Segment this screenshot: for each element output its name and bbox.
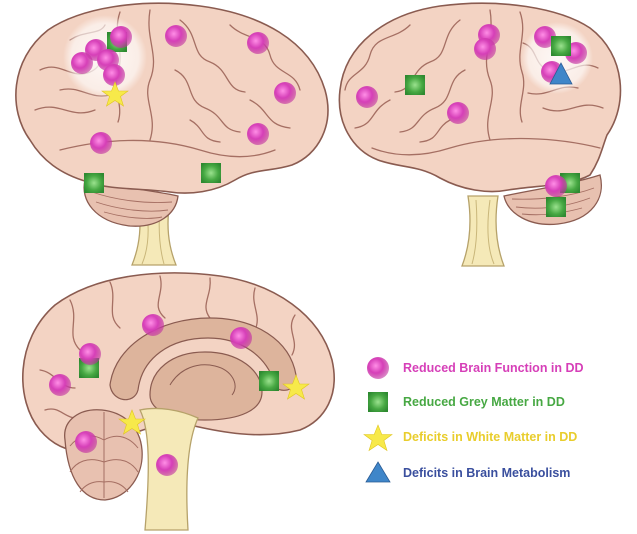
brain-function-marker bbox=[71, 52, 93, 74]
legend-item-metabolism: Deficits in Brain Metabolism bbox=[366, 462, 570, 482]
right-brainstem bbox=[462, 196, 504, 266]
blue-triangle-icon bbox=[366, 462, 390, 482]
legend-item-function: Reduced Brain Function in DD bbox=[367, 357, 584, 379]
green-square-icon bbox=[368, 392, 388, 412]
brain-function-marker bbox=[274, 82, 296, 104]
legend-item-white: Deficits in White Matter in DD bbox=[364, 425, 577, 451]
legend-label-grey: Reduced Grey Matter in DD bbox=[403, 395, 565, 409]
brain-function-marker bbox=[356, 86, 378, 108]
brain-function-marker bbox=[545, 175, 567, 197]
brain-function-marker bbox=[90, 132, 112, 154]
grey-matter-marker bbox=[405, 75, 425, 95]
brain-function-marker bbox=[110, 26, 132, 48]
legend-label-metabolism: Deficits in Brain Metabolism bbox=[403, 466, 570, 480]
magenta-circle-icon bbox=[367, 357, 389, 379]
legend-item-grey: Reduced Grey Matter in DD bbox=[368, 392, 565, 412]
brain-function-marker bbox=[142, 314, 164, 336]
brain-function-marker bbox=[49, 374, 71, 396]
grey-matter-marker bbox=[201, 163, 221, 183]
brain-function-marker bbox=[79, 343, 101, 365]
medial-brain bbox=[23, 273, 334, 530]
brain-function-marker bbox=[103, 64, 125, 86]
brain-function-marker bbox=[230, 327, 252, 349]
brain-function-marker bbox=[165, 25, 187, 47]
yellow-star-icon bbox=[364, 425, 392, 451]
brain-function-marker bbox=[474, 38, 496, 60]
brain-function-marker bbox=[75, 431, 97, 453]
brain-function-marker bbox=[156, 454, 178, 476]
grey-matter-marker bbox=[551, 36, 571, 56]
legend-label-white: Deficits in White Matter in DD bbox=[403, 430, 577, 444]
brain-function-marker bbox=[447, 102, 469, 124]
grey-matter-marker bbox=[546, 197, 566, 217]
legend: Reduced Brain Function in DD Reduced Gre… bbox=[364, 357, 584, 482]
brain-function-marker bbox=[247, 123, 269, 145]
grey-matter-marker bbox=[259, 371, 279, 391]
legend-label-function: Reduced Brain Function in DD bbox=[403, 361, 584, 375]
brain-function-marker bbox=[247, 32, 269, 54]
grey-matter-marker bbox=[84, 173, 104, 193]
